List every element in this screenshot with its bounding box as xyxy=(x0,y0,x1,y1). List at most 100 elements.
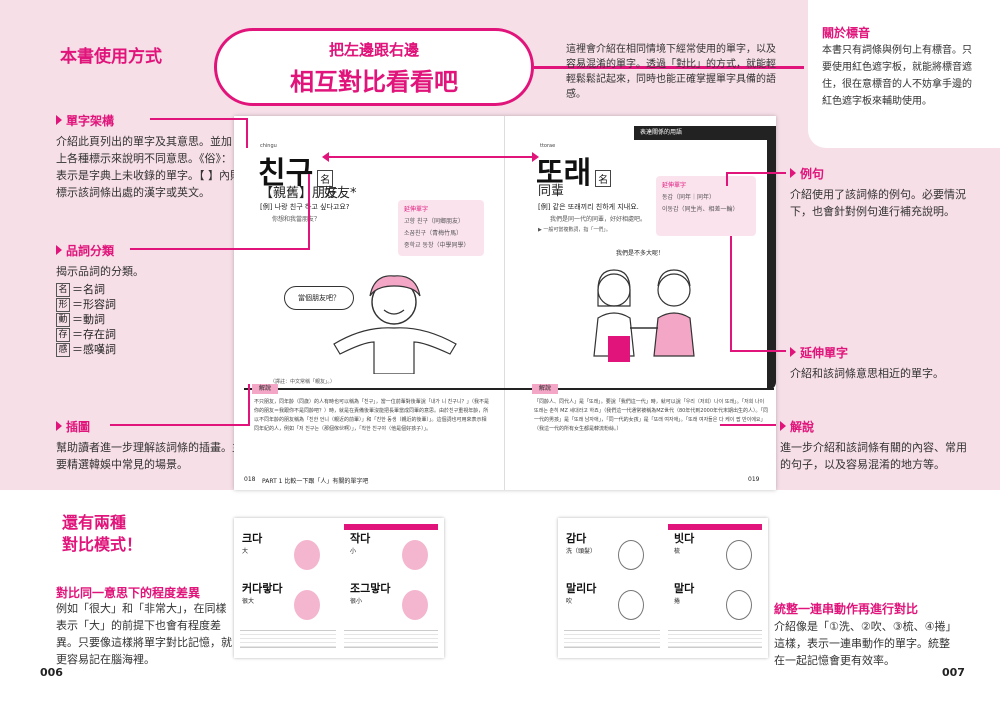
left-pos: 名 xyxy=(317,170,334,187)
leader-illust xyxy=(110,424,250,426)
corner-box xyxy=(808,0,1000,148)
left-explain-text: 不只朋友，同年齡（同歲）的人有時也可以稱為「친구」，當一位前輩對後輩說「내가 니… xyxy=(254,399,489,432)
bottom-background xyxy=(0,490,1000,706)
note-pos: 品詞分類 揭示品詞的分類。 名＝名詞形＝形容詞動＝動詞存＝存在詞感＝感嘆詞 xyxy=(56,242,196,357)
chapter-tag: 表達關係的用語 xyxy=(634,126,776,140)
left-ext-list: 고향 친구（同鄉朋友）소꿉친구（青梅竹馬）중학교 동창（中學同學） xyxy=(404,216,478,252)
right-example-note: ▶ 一般可當複數詞，指「一們」。 xyxy=(538,227,611,233)
left-example-kr: [例] 나랑 친구 하고 싶다고요? xyxy=(260,203,350,211)
pos-text: 揭示品詞的分類。 xyxy=(56,265,144,278)
thumb2-word2: 빗다 xyxy=(674,532,695,545)
arrow-icon xyxy=(56,421,62,431)
left-page-num: 018 xyxy=(244,476,256,483)
leader-pos-v xyxy=(308,174,310,250)
thumb1-word1: 크다 xyxy=(242,532,263,545)
thumb1-mean1: 大 xyxy=(242,548,249,555)
left-speech-bubble: 當個朋友吧？ xyxy=(284,286,354,310)
pos-value: ＝感嘆詞 xyxy=(72,343,116,356)
thumb2-mean1: 洗（頭髮） xyxy=(566,548,597,555)
bubble-line2: 相互對比看看吧 xyxy=(290,68,458,96)
divider-line xyxy=(244,388,774,390)
page-number-left: 006 xyxy=(40,666,63,679)
thumb-text-lines xyxy=(668,630,762,648)
right-pos: 名 xyxy=(595,170,612,187)
thumb1-mean3: 很大 xyxy=(242,598,255,605)
thumbnail-degree: 크다 작다 커다랗다 조그맣다 大 小 很大 很小 xyxy=(234,518,444,658)
thumb1-mean2: 小 xyxy=(350,548,357,555)
pos-item: 動＝動詞 xyxy=(56,312,196,327)
pos-value: ＝動詞 xyxy=(72,313,105,326)
pos-key: 存 xyxy=(56,327,70,342)
left-note: （譯註：中文常稱「親友」。） xyxy=(270,379,336,385)
thumb-figure xyxy=(618,540,644,570)
pos-key: 形 xyxy=(56,297,70,312)
girls-illustration xyxy=(593,269,695,362)
compare-arrow xyxy=(328,156,534,158)
diamond-icon xyxy=(56,115,62,125)
headline-bubble: 把左邊跟右邊 相互對比看看吧 xyxy=(214,28,534,106)
extend-text: 介紹和該詞條意思相近的單字。 xyxy=(790,367,944,380)
illust-title: 插圖 xyxy=(66,420,91,434)
bottom-title-line1: 還有兩種 xyxy=(62,513,127,532)
thumb1-mean4: 很小 xyxy=(350,598,363,605)
pos-item: 形＝形容詞 xyxy=(56,297,196,312)
left-hanja: 【親舊】朋友 xyxy=(260,186,339,201)
right-explain-text: 「同齡人、同代人」是「또래」。要說「我們這一代」時，就可以說「우리（저희）나이 … xyxy=(534,399,769,432)
thumb-text-lines xyxy=(564,630,660,648)
thumb-bar xyxy=(668,524,762,530)
ext-item: 이동갑（同生肖、相差一輪） xyxy=(662,206,739,213)
note-extend: 延伸單字 介紹和該詞條意思相近的單字。 xyxy=(790,344,970,382)
note-example: 例句 介紹使用了該詞條的例句。必要情況下，也會針對例句進行補充說明。 xyxy=(790,165,970,220)
leader-explain xyxy=(720,424,776,426)
left-ext-title: 延伸單字 xyxy=(404,206,429,213)
arrow-icon xyxy=(790,168,796,178)
chapter-bar xyxy=(767,140,776,390)
pos-value: ＝存在詞 xyxy=(72,328,116,341)
thumb-figure xyxy=(726,590,752,620)
thumb1-word4: 조그맣다 xyxy=(350,582,391,595)
page-number-right: 007 xyxy=(942,666,965,679)
right-example-kr: [例] 같은 또래끼리 친하게 지내요. xyxy=(538,203,639,211)
bottom-right-title: 統整一連串動作再進行對比 xyxy=(774,602,919,616)
example-text: 介紹使用了該詞條的例句。必要情況下，也會針對例句進行補充說明。 xyxy=(790,188,966,218)
thumb-figure xyxy=(294,590,320,620)
thumb-text-lines xyxy=(344,630,438,648)
arrow-icon xyxy=(780,421,786,431)
example-title: 例句 xyxy=(800,167,825,181)
right-romanization: ttorae xyxy=(540,143,556,149)
leader-pos xyxy=(130,248,310,250)
pos-key: 感 xyxy=(56,342,70,357)
pos-list: 名＝名詞形＝形容詞動＝動詞存＝存在詞感＝感嘆詞 xyxy=(56,282,196,357)
thumb-figure xyxy=(402,590,428,620)
arrow-icon xyxy=(56,245,62,255)
ext-item: 소꿉친구（青梅竹馬） xyxy=(404,230,463,237)
right-ext-box: 延伸單字 동갑（同年｜同年）이동갑（同生肖、相差一輪） xyxy=(656,176,756,236)
boy-illustration xyxy=(333,275,457,374)
bubble-line1: 把左邊跟右邊 xyxy=(328,41,419,59)
explain-title: 解說 xyxy=(790,420,815,434)
pos-item: 名＝名詞 xyxy=(56,282,196,297)
right-page-num: 019 xyxy=(748,476,760,483)
explain-text: 進一步介紹和該詞條有關的內容、常用的句子，以及容易混淆的地方等。 xyxy=(780,441,967,471)
arrow-icon xyxy=(790,347,796,357)
pos-item: 感＝感嘆詞 xyxy=(56,342,196,357)
leader-structure xyxy=(150,118,248,120)
thumb2-mean2: 梳 xyxy=(674,548,681,555)
thumb-figure xyxy=(618,590,644,620)
pos-value: ＝名詞 xyxy=(72,283,105,296)
ext-item: 동갑（同年｜同年） xyxy=(662,194,716,201)
arrow-left-head xyxy=(322,152,329,162)
right-explain-label: 解說 xyxy=(532,384,558,394)
structure-text: 介紹此頁列出的單字及其意思。並加上各種標示來說明不同意思。《俗》：表示是字典上未… xyxy=(56,135,241,199)
bottom-left-text: 例如「很大」和「非常大」，在同樣表示「大」的前提下也會有程度差異。只要像這樣將單… xyxy=(56,602,232,666)
leader-extend-v xyxy=(730,236,732,352)
thumb2-mean4: 捲 xyxy=(674,598,681,605)
thumb2-word1: 감다 xyxy=(566,532,587,545)
right-ext-list: 동갑（同年｜同年） 이동갑（同生肖、相差一輪） xyxy=(662,192,750,216)
thumb-text-lines xyxy=(240,630,336,648)
note-structure: 單字架構 介紹此頁列出的單字及其意思。並加上各種標示來說明不同意思。《俗》：表示… xyxy=(56,112,242,201)
thumb-figure xyxy=(402,540,428,570)
intro-text: 這裡會介紹在相同情境下經常使用的單字，以及容易混淆的單字。透過「對比」的方式，就… xyxy=(566,44,776,100)
